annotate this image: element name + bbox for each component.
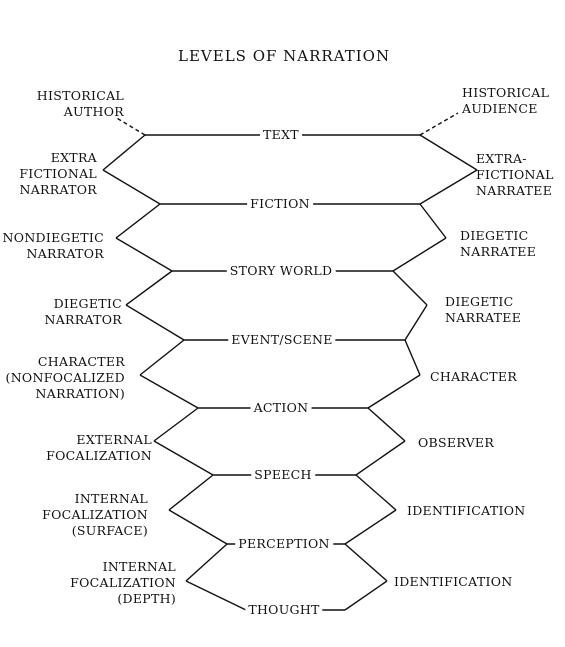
diagram-title: LEVELS OF NARRATION (178, 47, 391, 65)
level-action: ACTION (250, 400, 312, 416)
left-label-nondiegetic-narrator: NONDIEGETIC NARRATOR (2, 230, 104, 261)
dashed-connector-author (114, 116, 146, 136)
left-label-internal-focalization-depth: INTERNAL FOCALIZATION (DEPTH) (70, 559, 176, 606)
right-edge-upper-3 (404, 339, 421, 376)
right-label-historical-audience: HISTORICAL AUDIENCE (462, 85, 550, 116)
right-edge-upper-6 (344, 543, 388, 582)
right-label-extrafictional-narratee: EXTRA- FICTIONAL NARRATEE (476, 151, 554, 198)
level-thought: THOUGHT (245, 602, 323, 618)
left-edge-lower-3 (139, 374, 199, 409)
level-story-world: STORY WORLD (226, 263, 336, 279)
left-label-character-nonfocalized: CHARACTER (NONFOCALIZED NARRATION) (5, 354, 125, 401)
right-label-character: CHARACTER (430, 369, 518, 384)
right-edge-lower-2 (404, 304, 428, 341)
right-label-identification-1: IDENTIFICATION (407, 503, 526, 518)
right-edge-lower-3 (367, 374, 421, 409)
right-edge-upper-0 (419, 134, 478, 171)
level-fiction: FICTION (247, 196, 313, 212)
left-edge-upper-0 (102, 134, 146, 171)
right-label-observer: OBSERVER (418, 435, 495, 450)
left-edge-upper-5 (168, 474, 214, 511)
right-label-diegetic-narratee-2: DIEGETIC NARRATEE (445, 294, 522, 325)
left-edge-upper-1 (115, 203, 161, 239)
right-edge-lower-1 (392, 237, 447, 272)
left-edge-upper-3 (139, 339, 185, 376)
left-edge-lower-4 (153, 440, 214, 476)
left-edge-upper-6 (185, 543, 228, 582)
left-label-internal-focalization-surface: INTERNAL FOCALIZATION (SURFACE) (42, 491, 148, 538)
right-edge-upper-2 (392, 270, 428, 306)
level-event-scene: EVENT/SCENE (228, 332, 336, 348)
level-perception: PERCEPTION (235, 536, 333, 552)
left-edge-lower-2 (125, 304, 185, 341)
left-edge-lower-1 (115, 237, 173, 272)
left-edge-lower-5 (168, 509, 228, 545)
left-edge-lower-0 (102, 169, 161, 205)
dashed-connector-audience (419, 112, 459, 136)
right-label-identification-2: IDENTIFICATION (394, 574, 513, 589)
right-edge-lower-6 (344, 580, 388, 611)
left-edge-lower-6 (185, 580, 247, 611)
left-label-external-focalization: EXTERNAL FOCALIZATION (46, 432, 152, 463)
right-edge-lower-5 (344, 509, 397, 545)
right-edge-upper-1 (419, 203, 447, 239)
left-label-extrafictional-narrator: EXTRA FICTIONAL NARRATOR (19, 150, 97, 197)
right-edge-upper-4 (367, 407, 406, 442)
left-edge-upper-4 (153, 407, 199, 442)
left-label-diegetic-narrator: DIEGETIC NARRATOR (44, 296, 122, 327)
right-edge-lower-0 (419, 169, 478, 205)
right-edge-lower-4 (355, 440, 406, 476)
level-text: TEXT (260, 127, 302, 143)
left-label-historical-author: HISTORICAL AUTHOR (36, 88, 124, 119)
left-edge-upper-2 (125, 270, 173, 306)
level-speech: SPEECH (251, 467, 315, 483)
right-label-diegetic-narratee-1: DIEGETIC NARRATEE (460, 228, 537, 259)
right-edge-upper-5 (355, 474, 397, 511)
